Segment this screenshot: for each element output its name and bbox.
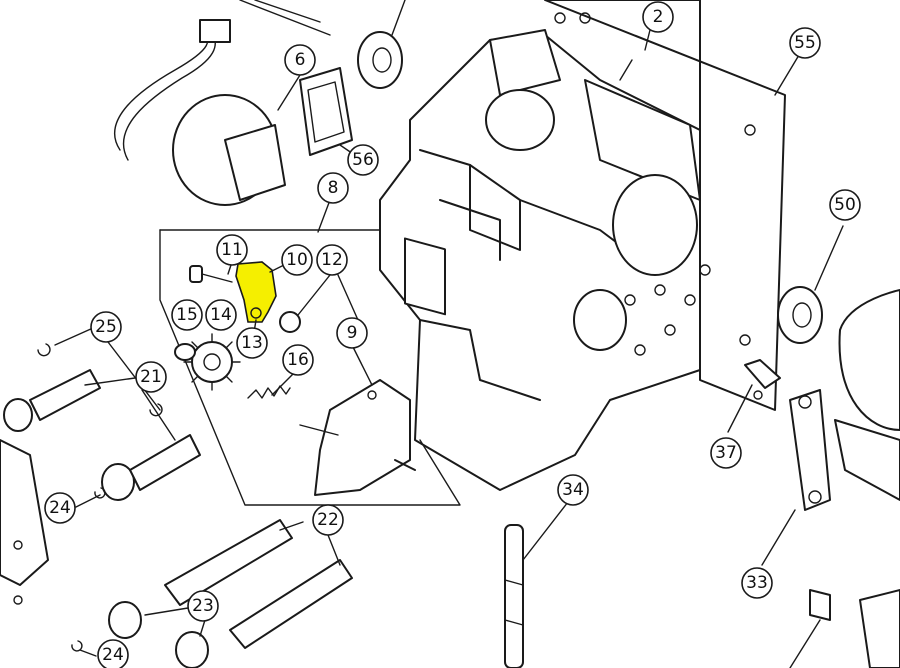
group-outline bbox=[159, 229, 461, 506]
back-plate bbox=[544, 0, 786, 411]
svg-text:10: 10 bbox=[286, 250, 308, 270]
callout-12: 12 bbox=[316, 244, 348, 276]
washer-12 bbox=[279, 311, 301, 333]
callout-34: 34 bbox=[557, 474, 589, 506]
highlighted-part-10 bbox=[235, 261, 277, 323]
svg-text:2: 2 bbox=[653, 7, 664, 27]
svg-text:15: 15 bbox=[176, 305, 198, 325]
svg-text:9: 9 bbox=[347, 323, 358, 343]
callout-22: 22 bbox=[312, 504, 344, 536]
callout-25: 25 bbox=[90, 311, 122, 343]
svg-text:23: 23 bbox=[192, 596, 214, 616]
callout-15: 15 bbox=[171, 299, 203, 331]
gasket-plate bbox=[299, 67, 353, 156]
callout-6: 6 bbox=[284, 44, 316, 76]
callout-2: 2 bbox=[642, 1, 674, 33]
callout-8: 8 bbox=[317, 172, 349, 204]
svg-text:22: 22 bbox=[317, 510, 339, 530]
callout-55: 55 bbox=[789, 27, 821, 59]
svg-text:37: 37 bbox=[715, 443, 737, 463]
slide-block-9 bbox=[314, 379, 411, 496]
callout-11: 11 bbox=[216, 234, 248, 266]
callout-10: 10 bbox=[281, 244, 313, 276]
svg-text:24: 24 bbox=[49, 498, 71, 518]
connector-plug bbox=[199, 19, 231, 43]
svg-text:11: 11 bbox=[221, 240, 243, 260]
callout-14: 14 bbox=[205, 299, 237, 331]
motor-assembly bbox=[114, 0, 353, 206]
callout-37: 37 bbox=[710, 437, 742, 469]
svg-text:12: 12 bbox=[321, 250, 343, 270]
svg-text:33: 33 bbox=[746, 573, 768, 593]
callout-13: 13 bbox=[236, 327, 268, 359]
callout-33: 33 bbox=[741, 567, 773, 599]
main-housing bbox=[379, 0, 786, 491]
spring-16 bbox=[247, 385, 291, 399]
svg-text:14: 14 bbox=[210, 305, 232, 325]
svg-text:13: 13 bbox=[241, 333, 263, 353]
screw-11 bbox=[189, 265, 203, 283]
callout-9: 9 bbox=[336, 317, 368, 349]
lower-shaft-assembly bbox=[71, 519, 353, 668]
callouts: 2 55 6 56 8 11 10 12 50 15 14 13 9 16 25… bbox=[44, 1, 861, 668]
callout-21: 21 bbox=[135, 361, 167, 393]
callout-24a: 24 bbox=[44, 492, 76, 524]
svg-text:50: 50 bbox=[834, 195, 856, 215]
callout-50: 50 bbox=[829, 189, 861, 221]
callout-56: 56 bbox=[347, 144, 379, 176]
bearing-50 bbox=[777, 286, 823, 344]
svg-text:6: 6 bbox=[295, 50, 306, 70]
right-side-parts bbox=[504, 286, 900, 668]
link-arm-33 bbox=[789, 389, 831, 511]
svg-text:34: 34 bbox=[562, 480, 584, 500]
left-shaft-assembly bbox=[0, 343, 201, 605]
leader-lines bbox=[54, 0, 844, 668]
svg-text:24: 24 bbox=[102, 645, 124, 665]
callout-16: 16 bbox=[282, 344, 314, 376]
subassembly-group-8 bbox=[159, 199, 461, 506]
rod-34 bbox=[504, 524, 524, 668]
svg-text:16: 16 bbox=[287, 350, 309, 370]
callout-23: 23 bbox=[187, 590, 219, 622]
svg-text:21: 21 bbox=[140, 367, 162, 387]
svg-text:55: 55 bbox=[794, 33, 816, 53]
svg-text:8: 8 bbox=[328, 178, 339, 198]
svg-text:25: 25 bbox=[95, 317, 117, 337]
svg-text:56: 56 bbox=[352, 150, 374, 170]
top-bearing bbox=[357, 31, 403, 89]
callout-24b: 24 bbox=[97, 639, 129, 668]
